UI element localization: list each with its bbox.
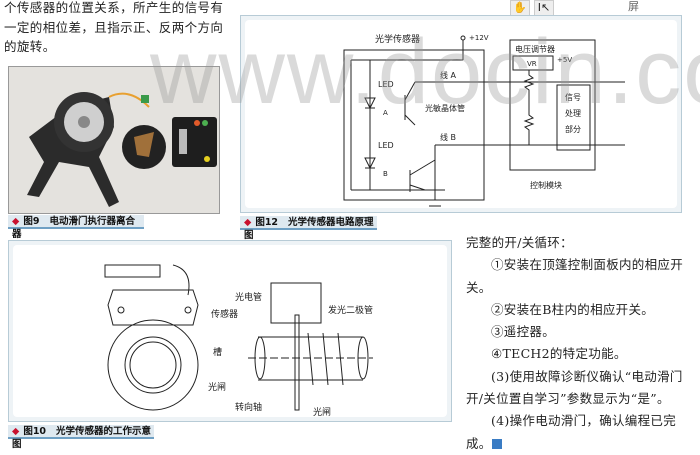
paragraph: ②安装在B柱内的相应开关。 bbox=[491, 301, 655, 317]
label-line-a: 线 A bbox=[440, 70, 457, 80]
label-signal-3: 部分 bbox=[565, 124, 581, 134]
label-shutter-left: 光闸 bbox=[208, 381, 226, 393]
fig12-circuit-diagram: 光学传感器 +12V LED A LED B 光敏晶体管 线 A 线 B 电压调… bbox=[240, 15, 682, 213]
screen-label[interactable]: 屏 bbox=[628, 0, 639, 13]
label-shaft: 转向轴 bbox=[235, 401, 262, 413]
text-select-cursor-icon[interactable]: I↖ bbox=[534, 0, 554, 16]
label-led: 发光二极管 bbox=[328, 304, 373, 316]
fig10-number: 图10 bbox=[23, 426, 47, 437]
actuator-clutch-photo bbox=[8, 66, 220, 214]
paragraph: ④TECH2的特定功能。 bbox=[491, 346, 627, 362]
label-a: A bbox=[383, 109, 388, 117]
paragraph: ③遥控器。 bbox=[491, 324, 556, 340]
label-b: B bbox=[383, 170, 388, 178]
toolbar: ✋ I↖ bbox=[510, 0, 554, 16]
body-text-right: 完整的开/关循环： ①安装在顶篷控制面板内的相应开关。 ②安装在B柱内的相应开关… bbox=[466, 232, 696, 455]
paragraph: ①安装在顶篷控制面板内的相应开关。 bbox=[466, 257, 684, 295]
label-shutter-right: 光闸 bbox=[313, 406, 331, 417]
label-sensor: 光学传感器 bbox=[375, 33, 420, 45]
label-control-module: 控制模块 bbox=[530, 180, 562, 190]
end-mark-icon: M bbox=[491, 439, 524, 450]
label-signal-2: 处理 bbox=[565, 108, 581, 118]
label-regulator: 电压调节器 bbox=[515, 44, 555, 54]
label-12v: +12V bbox=[469, 34, 489, 42]
label-vr: VR bbox=[527, 60, 537, 68]
label-led-b: LED bbox=[378, 141, 394, 150]
paragraph: 完整的开/关循环： bbox=[466, 235, 573, 250]
fig9-title: 电动滑门执行器离合器 bbox=[12, 216, 135, 240]
paragraph: (4)操作电动滑门，确认编程已完成。M bbox=[466, 410, 696, 455]
label-phototransistor: 光敏晶体管 bbox=[425, 103, 465, 113]
caption-bullet-icon: ◆ bbox=[12, 216, 20, 227]
hand-icon[interactable]: ✋ bbox=[510, 0, 530, 16]
fig9-number: 图9 bbox=[23, 216, 40, 227]
fig12-title: 光学传感器电路原理图 bbox=[244, 217, 374, 241]
body-text-top: 个传感器的位置关系，所产生的信号有一定的相位差，且指示正、反两个方向的旋转。 bbox=[4, 0, 224, 54]
label-signal-1: 信号 bbox=[565, 92, 581, 102]
caption-bullet-icon: ◆ bbox=[12, 426, 20, 437]
fig12-number: 图12 bbox=[255, 217, 279, 228]
label-slot: 槽 bbox=[213, 346, 222, 358]
paragraph: (3)使用故障诊断仪确认“电动滑门开/关位置自学习”参数显示为“是”。 bbox=[466, 368, 683, 407]
label-5v: +5V bbox=[557, 56, 572, 64]
label-led-a: LED bbox=[378, 80, 394, 89]
label-line-b: 线 B bbox=[440, 132, 456, 142]
label-phototube: 光电管 bbox=[235, 291, 262, 303]
caption-bullet-icon: ◆ bbox=[244, 217, 252, 228]
label-sensor: 传感器 bbox=[211, 308, 238, 320]
fig10-sensor-diagram: 传感器 槽 光闸 光电管 发光二极管 转向轴 光闸 bbox=[8, 240, 452, 422]
